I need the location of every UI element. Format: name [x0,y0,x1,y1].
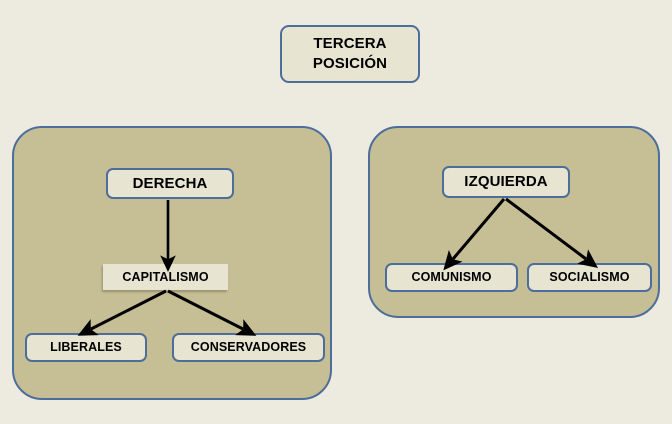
tercera-posicion-box[interactable]: TERCERA POSICIÓN [280,25,420,83]
liberales-label: LIBERALES [50,340,122,355]
liberales-box[interactable]: LIBERALES [25,333,147,362]
capitalismo-label: CAPITALISMO [122,269,209,284]
derecha-box[interactable]: DERECHA [106,168,234,199]
tercera-posicion-label: TERCERA POSICIÓN [313,34,387,75]
derecha-label: DERECHA [132,174,208,192]
conservadores-box[interactable]: CONSERVADORES [172,333,325,362]
izquierda-label: IZQUIERDA [464,173,548,191]
izquierda-box[interactable]: IZQUIERDA [442,166,570,198]
conservadores-label: CONSERVADORES [190,340,307,355]
tercera-posicion-line2: POSICIÓN [312,55,388,72]
capitalismo-box[interactable]: CAPITALISMO [103,264,228,290]
tercera-posicion-line1: TERCERA [313,34,387,52]
comunismo-box[interactable]: COMUNISMO [385,263,518,292]
socialismo-label: SOCIALISMO [549,270,630,285]
socialismo-box[interactable]: SOCIALISMO [527,263,652,292]
comunismo-label: COMUNISMO [411,270,492,285]
